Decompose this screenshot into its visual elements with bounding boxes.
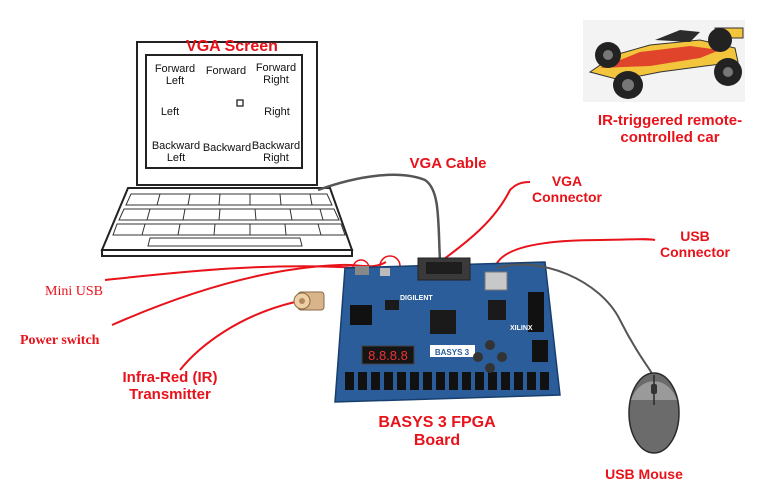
mini-usb-label: Mini USB xyxy=(45,284,103,299)
model-text: BASYS 3 xyxy=(435,348,470,357)
cursor-marker xyxy=(236,99,244,107)
usb-mouse-icon xyxy=(628,372,680,454)
vga-screen-label: VGA Screen xyxy=(186,38,278,55)
rc-car-icon xyxy=(583,20,745,102)
usb-mouse-label: USB Mouse xyxy=(605,466,683,482)
basys3-board-icon: 8.8.8.8 DIGILENT XILINX BASYS 3 xyxy=(334,257,561,403)
usb-connector-label: USB Connector xyxy=(660,228,730,261)
screen-right: Right xyxy=(264,106,290,118)
screen-left: Left xyxy=(160,106,180,118)
vga-cable-label: VGA Cable xyxy=(409,155,487,172)
ir-transmitter-icon xyxy=(293,291,325,311)
board-label: BASYS 3 FPGA Board xyxy=(378,414,496,450)
seven-segment-display: 8.8.8.8 xyxy=(368,348,408,363)
screen-backward-right: Backward Right xyxy=(251,140,301,165)
screen-forward-right: Forward Right xyxy=(255,62,297,87)
screen-forward-left: Forward Left xyxy=(154,63,196,88)
screen-forward: Forward xyxy=(205,65,247,77)
vga-cable-line xyxy=(317,173,442,263)
brand-text: DIGILENT xyxy=(400,295,433,302)
vga-connector-label: VGA Connector xyxy=(532,173,602,206)
rc-car-label: IR-triggered remote- controlled car xyxy=(597,112,743,147)
power-switch-label: Power switch xyxy=(20,333,100,348)
vendor-text: XILINX xyxy=(510,325,533,332)
mouse-cable-line xyxy=(496,263,655,379)
laptop-icon xyxy=(100,41,354,257)
ir-transmitter-label: Infra-Red (IR) Transmitter xyxy=(122,369,218,404)
screen-backward-left: Backward Left xyxy=(151,140,201,165)
screen-backward: Backward xyxy=(202,142,252,154)
